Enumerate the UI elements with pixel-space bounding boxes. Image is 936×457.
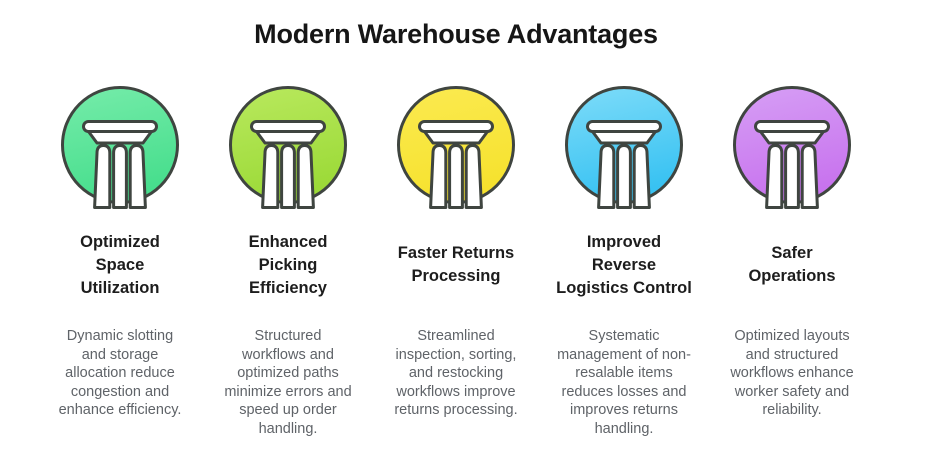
advantage-title: Faster Returns Processing (397, 244, 515, 285)
advantage-column-2: Enhanced Picking Efficiency Structured w… (204, 85, 372, 438)
advantage-title: Safer Operations (748, 244, 836, 285)
advantage-description: Optimized layouts and structured workflo… (730, 328, 854, 418)
infographic: Modern Warehouse Advantages (36, 0, 876, 438)
advantage-title: Improved Reverse Logistics Control (556, 232, 692, 297)
advantage-column-5: Safer Operations Optimized layouts and s… (708, 85, 876, 438)
pillar-icon (227, 85, 349, 210)
advantage-column-1: Optimized Space Utilization Dynamic slot… (36, 85, 204, 438)
advantage-description: Structured workflows and optimized paths… (224, 328, 352, 437)
advantage-columns: Optimized Space Utilization Dynamic slot… (36, 85, 876, 438)
advantage-column-3: Faster Returns Processing Streamlined in… (372, 85, 540, 438)
advantage-description: Dynamic slotting and storage allocation … (58, 328, 182, 418)
advantage-description: Streamlined inspection, sorting, and res… (394, 328, 518, 418)
advantage-title: Optimized Space Utilization (80, 232, 160, 297)
pillar-icon (731, 85, 853, 210)
pillar-icon (59, 85, 181, 210)
pillar-icon (395, 85, 517, 210)
pillar-icon (563, 85, 685, 210)
advantage-column-4: Improved Reverse Logistics Control Syste… (540, 85, 708, 438)
advantage-description: Systematic management of non- resalable … (557, 328, 691, 437)
page-title: Modern Warehouse Advantages (254, 19, 658, 49)
advantage-title: Enhanced Picking Efficiency (248, 232, 328, 297)
